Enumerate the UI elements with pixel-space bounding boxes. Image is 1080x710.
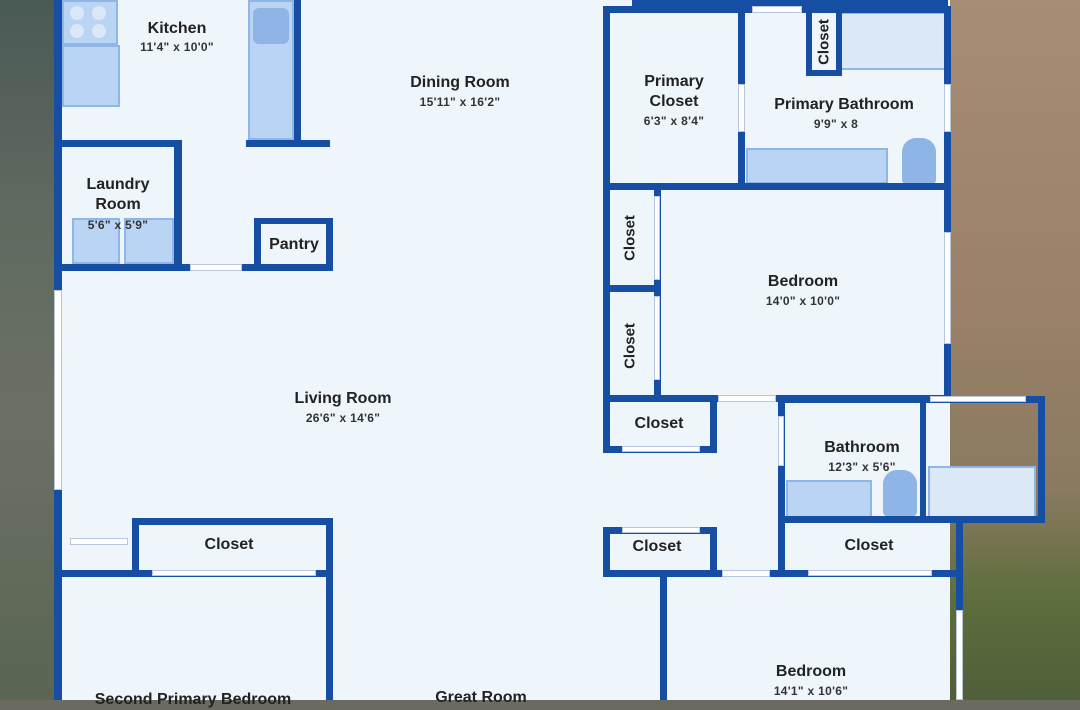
wall — [806, 70, 842, 76]
wall — [660, 570, 667, 700]
bedroom-door — [722, 570, 770, 577]
window — [930, 396, 1026, 402]
wall — [62, 140, 182, 147]
door — [738, 84, 745, 132]
primary-shower — [840, 12, 946, 70]
primary-toilet — [902, 138, 936, 184]
bath-door — [778, 416, 784, 466]
wall — [294, 0, 301, 146]
dining-room-dimensions: 15'11" x 16'2" — [419, 95, 501, 109]
wall — [944, 6, 951, 402]
hall-closet-label: Closet — [634, 415, 684, 432]
window — [54, 290, 62, 490]
wall — [632, 0, 948, 7]
wall — [806, 12, 812, 76]
dryer — [124, 218, 174, 264]
kitchen-label: Kitchen — [147, 20, 207, 37]
bath-vanity — [786, 480, 872, 518]
wall — [1038, 396, 1045, 523]
primary-bathroom-dimensions: 9'9" x 8 — [813, 117, 859, 131]
wall — [956, 516, 963, 700]
floor-plan — [56, 0, 950, 700]
wall — [254, 264, 333, 271]
wall — [132, 518, 139, 576]
bathroom-dimensions: 12'3" x 5'6" — [828, 460, 896, 474]
wall — [710, 395, 717, 453]
bedroom-door — [718, 395, 776, 402]
washer — [72, 218, 120, 264]
primary-bath-closet-label: Closet — [815, 19, 833, 65]
primary-vanity — [746, 148, 888, 184]
wall — [778, 396, 1044, 403]
kitchen-dimensions: 11'4" x 10'0" — [140, 40, 214, 54]
closet-door — [622, 446, 700, 452]
bedroom2-dimensions: 14'1" x 10'6" — [773, 684, 849, 698]
window — [944, 232, 951, 344]
bath-toilet — [883, 470, 917, 516]
bedroom2-label: Bedroom — [775, 663, 847, 680]
wall — [603, 285, 661, 292]
primary-closet-label-line1: Primary — [644, 73, 704, 90]
second-primary-closet-label: Closet — [204, 536, 254, 553]
wall — [254, 218, 261, 270]
bath-shower — [928, 466, 1036, 518]
closet-door — [808, 570, 932, 576]
kitchen-counter — [62, 45, 120, 107]
wall — [132, 518, 333, 525]
bathroom-label: Bathroom — [824, 439, 900, 456]
bedroom1-closet-upper-label: Closet — [621, 215, 639, 261]
pantry-label: Pantry — [269, 236, 319, 253]
laundry-room-label-line2: Room — [95, 196, 141, 213]
dining-room-label: Dining Room — [410, 74, 510, 91]
second-primary-bedroom-label: Second Primary Bedroom — [94, 691, 292, 708]
closet-door — [622, 527, 700, 533]
great-room-label: Great Room — [435, 689, 527, 706]
bedroom1-dimensions: 14'0" x 10'0" — [765, 294, 841, 308]
wall — [174, 140, 182, 270]
living-room-label: Living Room — [294, 390, 392, 407]
bedroom-door — [70, 538, 128, 545]
closet-door — [654, 196, 660, 280]
laundry-room-label-line1: Laundry — [86, 176, 150, 193]
wall — [920, 402, 926, 522]
bedroom2-closet-label: Closet — [844, 537, 894, 554]
hall-closet-lower-label: Closet — [632, 538, 682, 555]
primary-closet-label-line2: Closet — [649, 93, 699, 110]
wall — [326, 518, 333, 700]
wall — [246, 140, 330, 147]
wall — [710, 527, 717, 577]
wall — [603, 395, 951, 402]
window — [944, 84, 951, 132]
bedroom1-closet-lower-label: Closet — [621, 323, 639, 369]
wall — [62, 264, 190, 271]
wall — [326, 218, 333, 270]
background-left — [0, 0, 56, 700]
living-room-dimensions: 26'6" x 14'6" — [305, 411, 381, 425]
window — [752, 6, 802, 13]
background-right — [950, 0, 1080, 700]
wall — [836, 12, 842, 76]
wall — [778, 516, 785, 576]
wall — [778, 396, 785, 576]
laundry-room-dimensions: 5'6" x 5'9" — [87, 218, 149, 232]
wall — [603, 183, 610, 453]
wall — [603, 8, 610, 188]
fridge-door — [253, 8, 289, 44]
closet-door — [654, 296, 660, 380]
wall — [778, 516, 1045, 523]
bedroom1-label: Bedroom — [767, 273, 839, 290]
primary-bathroom-label: Primary Bathroom — [774, 96, 914, 113]
stove — [62, 0, 118, 45]
primary-closet-dimensions: 6'3" x 8'4" — [643, 114, 705, 128]
wall — [242, 264, 260, 271]
wall — [603, 527, 610, 577]
wall — [603, 183, 951, 190]
window — [956, 610, 963, 700]
closet-door — [152, 570, 316, 576]
laundry-door — [190, 264, 242, 271]
wall — [254, 218, 332, 224]
